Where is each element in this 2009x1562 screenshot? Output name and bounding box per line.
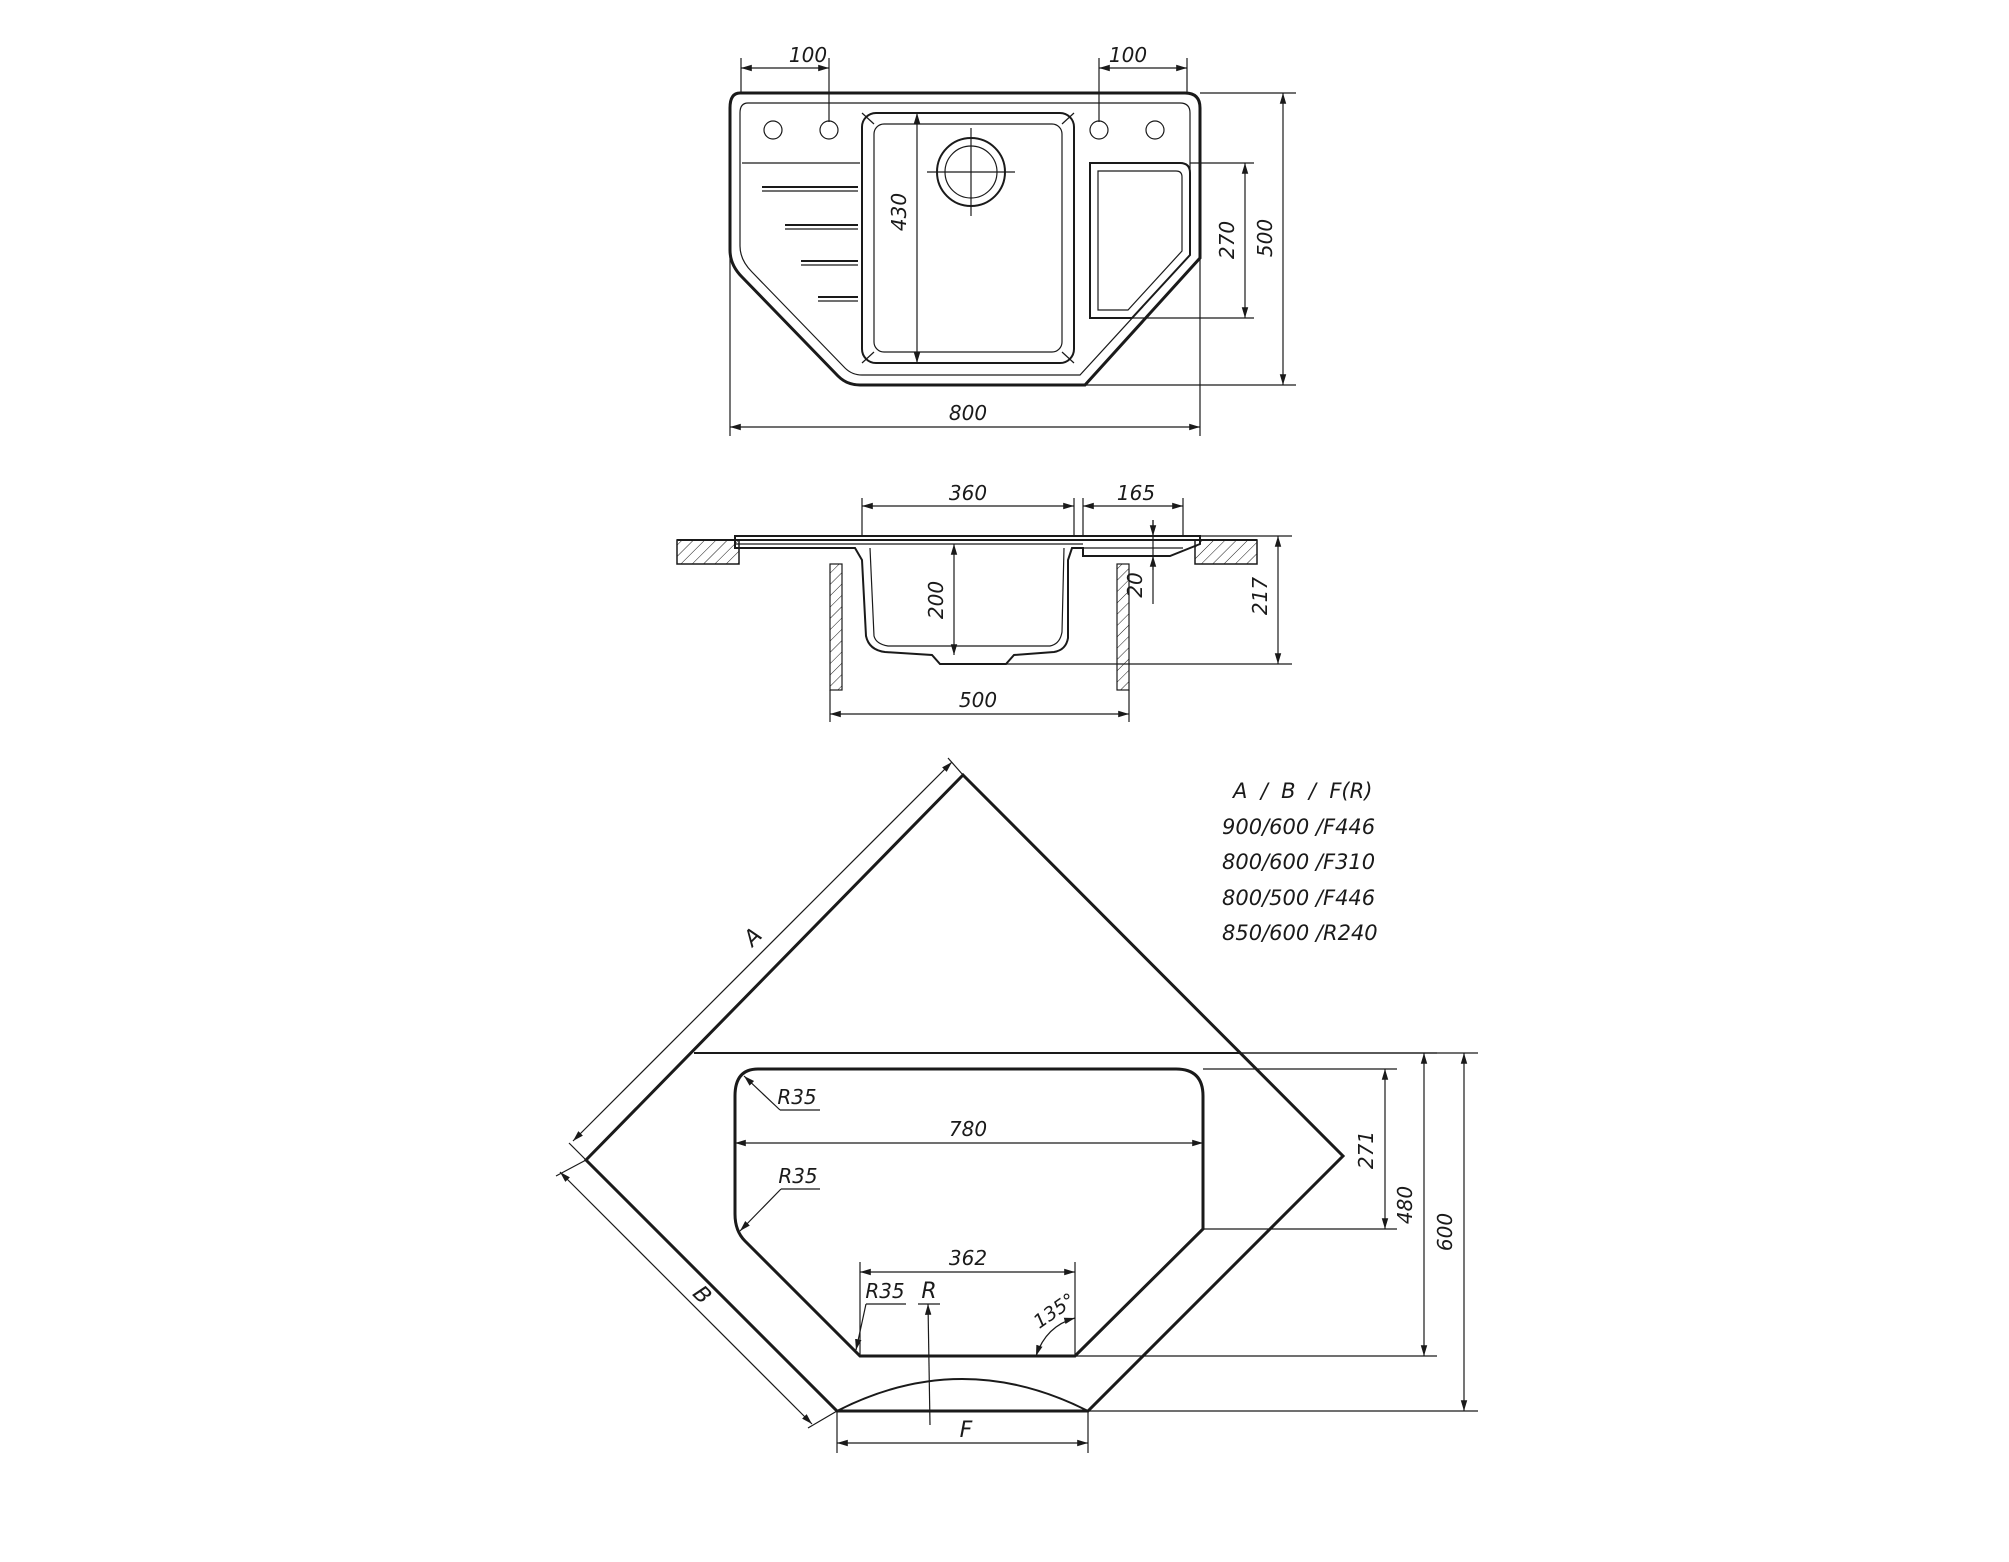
dim-20: 20 — [1123, 572, 1147, 597]
edge-label-f: F — [960, 1418, 973, 1443]
dim-360: 360 — [949, 481, 987, 505]
r35-mid: R35 — [778, 1164, 817, 1188]
size-table-header: A / B / F(R) — [1231, 779, 1372, 803]
cutout-shape — [733, 1067, 1205, 1358]
countertop-right — [1194, 539, 1258, 565]
dim-100-left: 100 — [789, 43, 827, 67]
dim-800: 800 — [949, 401, 987, 425]
sink-inner-rim — [739, 102, 1191, 376]
dim-200: 200 — [924, 581, 948, 619]
main-bowl-inner — [873, 123, 1063, 353]
dim-217: 217 — [1248, 577, 1272, 615]
sink-section-profile — [734, 535, 1201, 665]
radius-label-r: R — [921, 1279, 936, 1304]
top-view: 100 100 800 500 430 270 — [728, 43, 1296, 436]
size-table-row: 800/500 /F446 — [1222, 886, 1375, 910]
drainer-grooves — [742, 162, 860, 302]
cabinet-wall-right — [1116, 563, 1130, 691]
size-table: A / B / F(R) 900/600 /F446 800/600 /F310… — [1222, 779, 1378, 945]
angle-135: 135° — [1030, 1289, 1080, 1333]
dim-480: 480 — [1393, 1186, 1417, 1224]
section-view: 360 165 200 20 217 500 — [676, 481, 1292, 722]
r35-bottom: R35 — [865, 1279, 904, 1303]
tap-hole-1 — [763, 120, 783, 140]
edge-label-a: A — [738, 923, 768, 953]
size-table-row: 900/600 /F446 — [1222, 815, 1375, 839]
tap-hole-2 — [819, 120, 839, 140]
size-table-row: 850/600 /R240 — [1222, 921, 1378, 945]
dim-165: 165 — [1117, 481, 1155, 505]
dim-500-cabinet: 500 — [959, 688, 997, 712]
dim-271: 271 — [1354, 1131, 1378, 1169]
dim-430: 430 — [887, 193, 911, 231]
angle-arc — [1035, 1317, 1076, 1357]
tap-hole-4 — [1145, 120, 1165, 140]
sink-outline — [728, 91, 1202, 387]
dim-362: 362 — [949, 1246, 987, 1270]
dim-600: 600 — [1433, 1213, 1457, 1251]
dim-270: 270 — [1215, 221, 1239, 259]
front-arc — [836, 1378, 1089, 1412]
tap-hole-3 — [1089, 120, 1109, 140]
size-table-row: 800/600 /F310 — [1222, 850, 1375, 874]
dim-500-vertical: 500 — [1253, 219, 1277, 257]
countertop-left — [676, 539, 740, 565]
dim-780: 780 — [949, 1117, 987, 1141]
r35-top: R35 — [777, 1085, 816, 1109]
cabinet-wall-left — [829, 563, 843, 691]
drainer-tray — [1089, 162, 1191, 319]
dim-100-right: 100 — [1109, 43, 1147, 67]
main-bowl — [861, 112, 1075, 364]
